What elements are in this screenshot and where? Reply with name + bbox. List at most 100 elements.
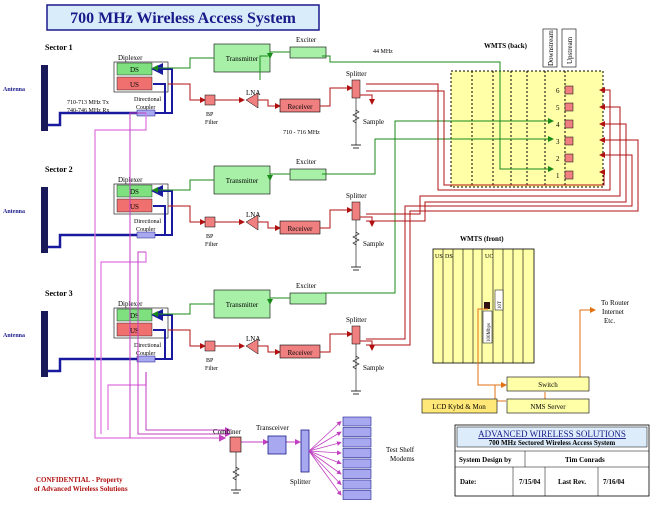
antenna-2 [41,187,48,253]
router-label-1: To Router [601,299,630,307]
bp-label-2-2: Filter [205,242,218,248]
sample-label-3: Sample [363,364,384,372]
sample-label-1: Sample [363,118,384,126]
switch-box [506,376,590,392]
test-splitter [300,429,310,473]
transmitter-label-2: Transmitter [226,177,259,185]
coupler-label-2-3: Coupler [136,351,155,357]
wmts-port-label-3: 3 [556,138,560,146]
freq-rx: 740-746 MHz Rx [67,108,109,114]
receiver-label-3: Receiver [288,349,314,357]
diagram-title: 700 MHz Wireless Access System [70,10,296,27]
us-block-2 [116,198,153,213]
lna-label-3: LNA [246,335,260,343]
lna-label-2: LNA [246,211,260,219]
modem-link-5 [308,450,342,465]
modem-1 [342,416,372,427]
router-label-2: Internet [602,308,624,316]
sector-label-3: Sector 3 [45,289,73,298]
bp-label-2-1: Filter [205,120,218,126]
ds-label-3: DS [130,312,139,320]
rev-value: 7/16/04 [603,478,625,486]
exciter-label-2: Exciter [296,158,317,166]
transceiver [267,435,287,455]
combiner [229,436,242,453]
company-name: ADVANCED WIRELESS SOLUTIONS [478,429,626,439]
wmts-back-label: WMTS (back) [484,42,528,50]
downstream-label: Downstream [547,30,555,66]
bp-filter-1 [204,94,216,106]
antenna-feed-2 [48,233,137,249]
wmts-port-label-1: 1 [556,172,560,180]
modems-label-2: Modems [390,455,415,463]
modem-link-4 [308,450,342,456]
freq-receiver-band: 710 - 716 MHz [283,130,320,136]
modem-link-8 [308,450,342,496]
us-feed-1 [153,83,166,113]
transmitter-3 [213,289,271,319]
ds-label-2: DS [130,188,139,196]
transmitter-label-1: Transmitter [226,55,259,63]
exciter-1 [289,46,327,59]
rx-line-2 [168,205,206,225]
directional-coupler-3 [136,355,156,363]
tx-line-3 [152,303,214,317]
date-value: 7/15/04 [519,478,541,486]
us-label-1: US [130,81,139,89]
nms-server-box [506,398,590,414]
bp-label-2-3: Filter [205,366,218,372]
title-block [454,424,650,497]
wmts-port-1 [564,170,574,180]
us-block-1 [116,76,153,91]
coupler-label-2-1: Coupler [136,105,155,111]
sample-resistor-1 [352,109,360,124]
splitter-2 [351,201,361,221]
bp-label-1-2: BP [206,234,214,240]
designer-name: Tim Conrads [565,456,605,464]
title-block-subtitle: 700 MHz Sectored Wireless Access System [489,439,616,447]
confidential-line-2: of Advanced Wireless Solutions [34,485,128,493]
antenna-label-3: Antenna [3,333,25,339]
nms-server-label: NMS Server [530,403,566,411]
downstream-tag [542,28,558,68]
freq-tx: 710-713 MHz Tx [67,100,109,106]
transceiver-label: Transceiver [256,424,289,432]
sample-resistor-3 [352,355,360,370]
freq-if: 44 MHz [373,49,393,55]
bp-filter-3 [204,340,216,352]
wmts-port-2 [564,153,574,163]
transmitter-1 [213,43,271,73]
confidential-line-1: CONFIDENTIAL - Property [36,476,123,484]
antenna-feed-3 [48,357,137,373]
us-label-3: US [130,327,139,335]
antenna-feed-1 [48,111,137,127]
wmts-port-5 [564,102,574,112]
upstream-tag [561,28,577,68]
bp-filter-2 [204,216,216,228]
ds-feed-2 [151,185,173,236]
test-shelf-modems [308,416,372,500]
transmitter-label-3: Transmitter [226,301,259,309]
diplexer-label-1: Diplexer [118,54,143,62]
wmts-front-rack [432,248,535,364]
wmts-port-3 [564,136,574,146]
splitter-label-1: Splitter [346,70,367,78]
modem-7 [342,479,372,490]
diplexer-label-3: Diplexer [118,300,143,308]
bp-label-1-1: BP [206,112,214,118]
wmts-front-100mbps: 100Mbps [487,323,492,342]
ds-feed-1 [151,63,173,114]
splitter-1 [351,79,361,99]
modem-link-2 [308,431,342,452]
diplexer-label-2: Diplexer [118,176,143,184]
coupler-label-1-3: Directional [134,343,161,349]
date-label: Date: [460,478,476,486]
us-feed-3 [153,329,166,359]
modem-4 [342,448,372,458]
red-return-lines [366,83,639,346]
exciter-label-3: Exciter [296,282,317,290]
wmts-port-4 [564,119,574,129]
ds-feed-3 [151,309,173,360]
